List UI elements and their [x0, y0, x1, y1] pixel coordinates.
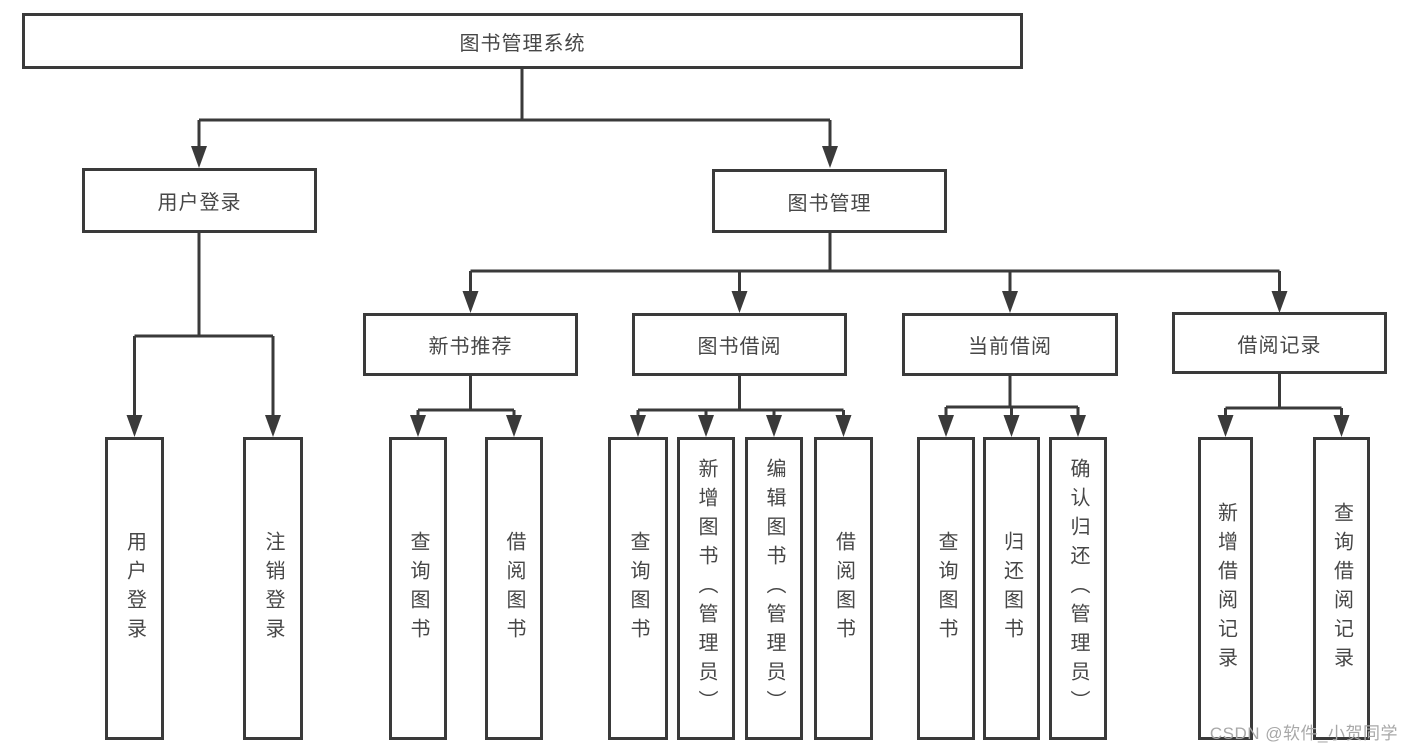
leaf-current-query-books: 查询图书	[917, 437, 975, 740]
leaf-recommend-borrow-books: 借阅图书	[485, 437, 543, 740]
node-label: 查询图书	[935, 530, 957, 647]
node-book-borrow: 图书借阅	[632, 313, 847, 376]
node-library-system: 图书管理系统	[22, 13, 1023, 69]
node-label: 图书管理	[787, 192, 872, 215]
leaf-recommend-query-books: 查询图书	[389, 437, 447, 740]
leaf-borrow-edit-books-admin: 编辑图书（管理员）	[745, 437, 803, 740]
leaf-borrow-query-books: 查询图书	[608, 437, 668, 740]
leaf-records-add-record: 新增借阅记录	[1198, 437, 1253, 740]
watermark: CSDN @软件_小贺同学	[1209, 724, 1398, 743]
node-label: 新书推荐	[428, 336, 513, 358]
node-label: 新增借阅记录	[1214, 501, 1237, 676]
leaf-logout: 注销登录	[243, 437, 303, 740]
leaf-current-confirm-return-admin: 确认归还（管理员）	[1049, 437, 1107, 740]
node-label: 查询图书	[627, 530, 649, 647]
node-new-book-recommend: 新书推荐	[363, 313, 578, 376]
node-current-borrow: 当前借阅	[902, 313, 1118, 376]
node-label: 确认归还（管理员）	[1067, 458, 1089, 719]
node-label: 当前借阅	[968, 336, 1052, 358]
leaf-records-query-record: 查询借阅记录	[1313, 437, 1370, 740]
node-label: 图书借阅	[697, 336, 782, 358]
node-label: 新增图书（管理员）	[695, 458, 717, 719]
leaf-borrow-add-books-admin: 新增图书（管理员）	[677, 437, 735, 740]
node-label: 借阅记录	[1237, 334, 1322, 357]
node-borrow-records: 借阅记录	[1172, 312, 1387, 374]
arrowhead-icons	[126, 146, 1350, 437]
node-label: 借阅图书	[503, 530, 525, 647]
node-user-login: 用户登录	[82, 168, 317, 233]
leaf-current-return-books: 归还图书	[983, 437, 1040, 740]
node-book-management: 图书管理	[712, 169, 947, 233]
node-label: 查询借阅记录	[1330, 501, 1353, 676]
node-label: 查询图书	[407, 530, 429, 647]
node-label: 用户登录	[157, 192, 242, 214]
node-label: 编辑图书（管理员）	[763, 458, 785, 719]
node-label: 借阅图书	[832, 530, 855, 647]
node-label: 用户登录	[123, 530, 146, 647]
node-label: 注销登录	[262, 530, 284, 647]
leaf-borrow-borrow-books: 借阅图书	[814, 437, 873, 740]
leaf-user-login: 用户登录	[105, 437, 164, 740]
node-label: 图书管理系统	[459, 32, 586, 55]
node-label: 归还图书	[1000, 530, 1023, 647]
